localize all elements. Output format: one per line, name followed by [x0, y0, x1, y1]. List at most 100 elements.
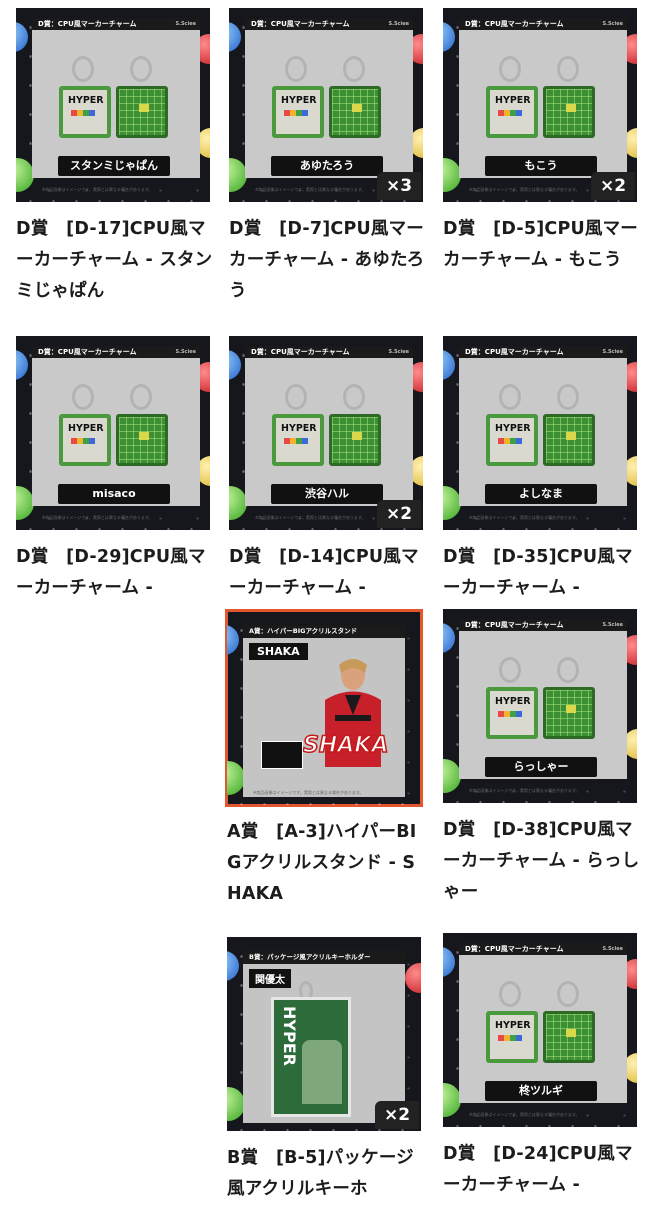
- charm-label: HYPER: [495, 696, 531, 707]
- quantity-badge: ×2: [377, 500, 421, 528]
- credit-text: S.Sciee: [175, 349, 196, 355]
- quantity-badge: ×3: [377, 172, 421, 200]
- product-title[interactable]: D賞 [D-5]CPU風マーカーチャーム - もこう: [443, 219, 638, 270]
- keyholder-card: HYPER: [271, 997, 351, 1117]
- nameplate: misaco: [58, 484, 170, 504]
- product-title[interactable]: D賞 [D-7]CPU風マーカーチャーム - あゆたろう: [229, 219, 425, 301]
- chip: [139, 432, 149, 440]
- key-ring: [557, 56, 579, 82]
- nameplate: もこう: [485, 156, 597, 176]
- nameplate: よしなま: [485, 484, 597, 504]
- product-title[interactable]: D賞 [D-29]CPU風マーカーチャーム -: [16, 547, 206, 598]
- capsule-decoration: [443, 22, 455, 52]
- color-blocks: [284, 110, 308, 116]
- key-ring: [285, 384, 307, 410]
- charm-label: HYPER: [281, 95, 317, 106]
- credit-text: S.Sciee: [175, 21, 196, 27]
- capsule-decoration: [443, 486, 461, 520]
- color-blocks: [284, 438, 308, 444]
- key-ring: [343, 56, 365, 82]
- key-ring: [130, 56, 152, 82]
- color-blocks: [71, 110, 95, 116]
- cpu-charm: HYPER: [272, 414, 324, 466]
- capsule-decoration: [229, 350, 241, 380]
- person-silhouette: [302, 1040, 342, 1104]
- product-title[interactable]: A賞 [A-3]ハイパーBIGアクリルスタンド - SHAKA: [227, 822, 417, 904]
- capsule-decoration: [227, 625, 239, 655]
- card-label: HYPER: [280, 1006, 299, 1066]
- credit-text: S.Sciee: [602, 349, 623, 355]
- product-title[interactable]: B賞 [B-5]パッケージ風アクリルキーホ: [227, 1148, 414, 1199]
- circuit-charm: [543, 86, 595, 138]
- nameplate: 渋谷ハル: [271, 484, 383, 504]
- key-ring: [72, 384, 94, 410]
- capsule-decoration: [405, 963, 421, 993]
- key-ring: [72, 56, 94, 82]
- fine-print: ※商品画像はイメージです。実際とは異なる場合があります。: [255, 187, 366, 192]
- nameplate: らっしゃー: [485, 757, 597, 777]
- product-title[interactable]: D賞 [D-38]CPU風マーカーチャーム - らっしゃー: [443, 820, 640, 902]
- capsule-decoration: [443, 158, 461, 192]
- chip: [352, 432, 362, 440]
- key-ring: [557, 657, 579, 683]
- nameplate: スタンミじゃぱん: [58, 156, 170, 176]
- capsule-decoration: [443, 759, 461, 793]
- capsule-decoration: [227, 761, 245, 795]
- cpu-charm: HYPER: [486, 86, 538, 138]
- key-ring: [285, 56, 307, 82]
- fine-print: ※商品画像はイメージです。実際とは異なる場合があります。: [255, 515, 366, 520]
- product-title[interactable]: D賞 [D-17]CPU風マーカーチャーム - スタンミじゃぱん: [16, 219, 213, 301]
- fine-print: ※商品画像はイメージです。実際とは異なる場合があります。: [253, 790, 364, 795]
- product-title[interactable]: D賞 [D-24]CPU風マーカーチャーム -: [443, 1144, 633, 1195]
- capsule-decoration: [227, 951, 239, 981]
- person-figure: [325, 659, 381, 767]
- color-blocks: [498, 711, 522, 717]
- key-ring: [343, 384, 365, 410]
- capsule-decoration: [443, 350, 455, 380]
- prize-header: A賞：ハイパーBIGアクリルスタンド: [243, 625, 405, 638]
- charm-label: HYPER: [68, 423, 104, 434]
- capsule-decoration: [229, 22, 241, 52]
- key-ring: [499, 981, 521, 1007]
- product-thumbnail[interactable]: A賞：ハイパーBIGアクリルスタンド SHAKA SHAKA ※商品画像はイメー…: [225, 609, 423, 807]
- color-blocks: [498, 110, 522, 116]
- key-ring: [557, 981, 579, 1007]
- fine-print: ※商品画像はイメージです。実際とは異なる場合があります。: [42, 515, 153, 520]
- product-title[interactable]: D賞 [D-35]CPU風マーカーチャーム -: [443, 547, 633, 598]
- charm-label: HYPER: [281, 423, 317, 434]
- circuit-charm: [543, 1011, 595, 1063]
- key-ring: [130, 384, 152, 410]
- name-tag: SHAKA: [249, 643, 308, 660]
- fine-print: ※商品画像はイメージです。実際とは異なる場合があります。: [469, 515, 580, 520]
- key-ring: [499, 56, 521, 82]
- chip: [566, 1029, 576, 1037]
- fine-print: ※商品画像はイメージです。実際とは異なる場合があります。: [469, 788, 580, 793]
- key-ring: [557, 384, 579, 410]
- capsule-decoration: [16, 158, 34, 192]
- credit-text: S.Sciee: [602, 946, 623, 952]
- circuit-charm: [329, 86, 381, 138]
- product-thumbnail[interactable]: B賞：パッケージ風アクリルキーホルダー 関優太 HYPER ×2: [227, 937, 421, 1131]
- nameplate: 柊ツルギ: [485, 1081, 597, 1101]
- name-tag: 関優太: [249, 969, 291, 988]
- package-icon: [261, 741, 303, 769]
- credit-text: S.Sciee: [388, 21, 409, 27]
- product-title[interactable]: D賞 [D-14]CPU風マーカーチャーム -: [229, 547, 419, 598]
- color-blocks: [71, 438, 95, 444]
- cpu-charm: HYPER: [272, 86, 324, 138]
- nameplate: あゆたろう: [271, 156, 383, 176]
